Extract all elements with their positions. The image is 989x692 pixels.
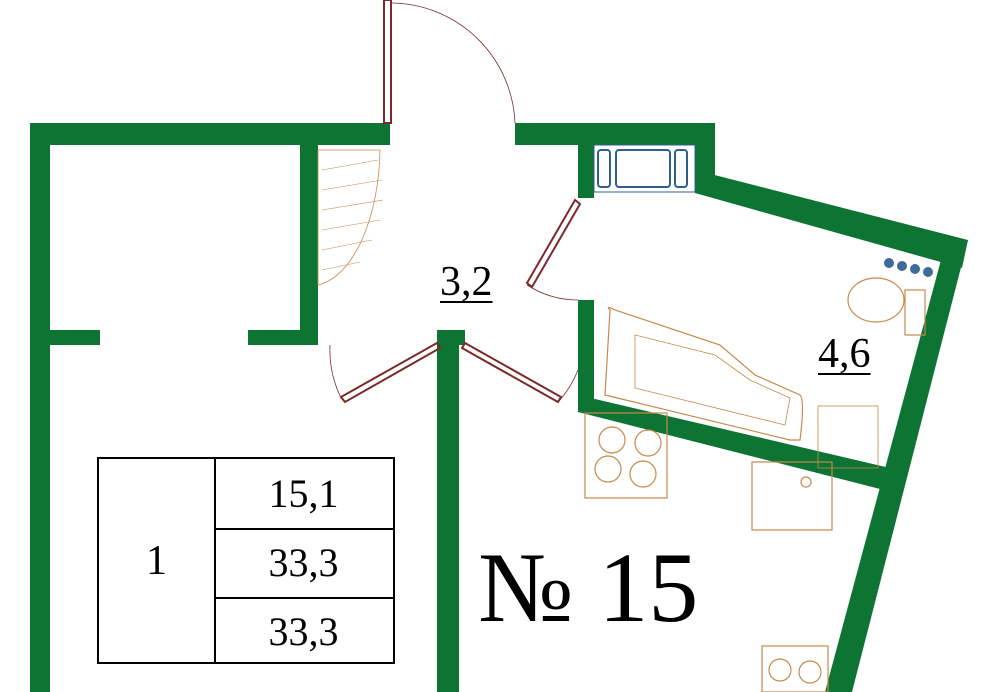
closet-shelves [321, 159, 384, 271]
sink [751, 461, 833, 531]
stove-2 [761, 645, 829, 692]
kitchen-door [460, 341, 563, 404]
burner [629, 460, 657, 488]
burner [594, 455, 622, 483]
stove [584, 412, 668, 499]
walls [30, 123, 968, 692]
wall-middle [437, 330, 459, 692]
wall-stub [248, 330, 318, 345]
pipes-icon [884, 258, 933, 277]
burner [598, 426, 626, 454]
bath-door [525, 198, 582, 289]
burner [768, 658, 792, 682]
room-count: 1 [99, 459, 216, 662]
fixtures [317, 149, 926, 692]
area-summary-table: 1 15,1 33,3 33,3 [97, 457, 395, 664]
hallway-area: 3,2 [440, 259, 493, 305]
door-swing [559, 369, 579, 401]
living-area: 15,1 [214, 459, 393, 530]
door-swing [390, 2, 516, 124]
burner [634, 429, 662, 457]
wall-shaft-left [578, 123, 594, 198]
faucet [800, 476, 812, 488]
room-door [339, 341, 442, 404]
wall-top-left [30, 123, 390, 145]
closet [317, 149, 381, 286]
doors [329, 0, 582, 404]
toilet [847, 277, 905, 323]
bathroom-area: 4,6 [818, 331, 871, 377]
washing-machine [817, 405, 879, 469]
door-swing [329, 344, 342, 399]
total-area: 33,3 [214, 528, 393, 599]
wall-right [825, 240, 968, 692]
total-area-with-balcony: 33,3 [268, 609, 339, 654]
door-swing [526, 284, 579, 301]
radiator [593, 144, 696, 193]
burner [798, 660, 822, 684]
wall-stub-left [50, 330, 100, 345]
wall-top-right [515, 123, 715, 145]
wall-diagonal-top [695, 170, 968, 268]
entrance-door [383, 0, 392, 124]
apartment-number: № 15 [478, 532, 699, 643]
wall-bath-bottom [578, 395, 890, 490]
bathtub-inner [634, 334, 791, 426]
wall-bath-left [578, 300, 594, 410]
wall-left [30, 123, 50, 692]
bathtub [604, 306, 804, 441]
toilet-tank [904, 289, 926, 336]
wall-inner [300, 145, 318, 345]
